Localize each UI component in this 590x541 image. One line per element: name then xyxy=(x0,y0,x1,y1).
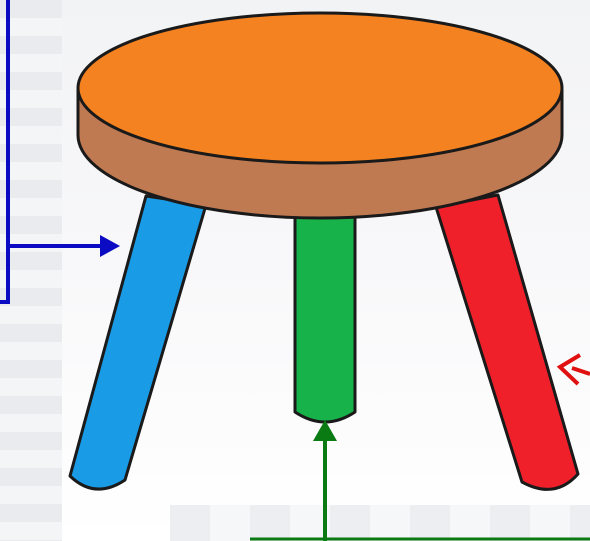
stool-leg-right xyxy=(436,195,578,489)
red-arrow xyxy=(560,355,590,384)
stool-seat-top xyxy=(78,13,562,163)
stool-leg-middle xyxy=(295,212,355,422)
stool-leg-left xyxy=(70,196,206,489)
